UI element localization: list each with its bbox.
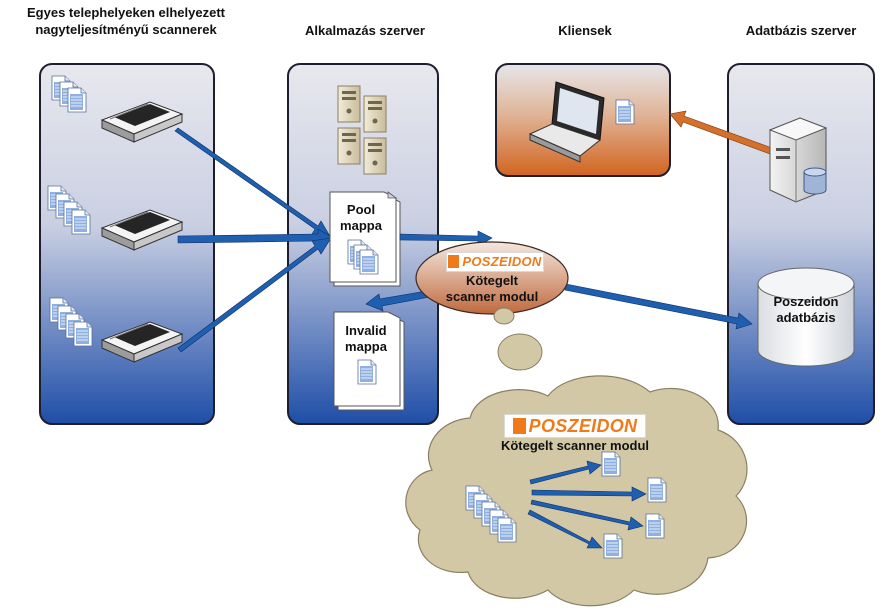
cloud-output-doc-4	[603, 533, 623, 559]
arrow-module-to-database	[564, 283, 753, 330]
arrow-scanner-3-to-pool	[177, 237, 332, 353]
cloud-arrow-3	[530, 499, 644, 531]
clients-header: Kliensek	[558, 23, 612, 38]
cloud-arrows	[527, 460, 647, 549]
laptop-icon	[528, 81, 605, 163]
scanners-header-line2: nagyteljesítményű scannerek	[35, 22, 217, 37]
pool-folder-label-line1: Pool	[346, 202, 376, 217]
db-server-header: Adatbázis szerver	[745, 23, 857, 38]
scanners-header-line1: Egyes telephelyeken elhelyezett	[27, 5, 225, 20]
module-logo: POSZEIDON	[446, 252, 544, 272]
database-server-icon	[768, 117, 828, 203]
cloud-title: Kötegelt scanner modul	[500, 438, 650, 453]
invalid-folder-label-line1: Invalid	[345, 323, 387, 338]
module-label-line2: scanner modul	[445, 289, 539, 304]
poszeidon-logo-icon	[448, 255, 460, 268]
poszeidon-logo-icon	[512, 418, 526, 434]
database-label-line2: adatbázis	[776, 310, 836, 325]
database-cylinder	[757, 267, 855, 367]
arrow-db-to-clients	[669, 110, 773, 155]
pool-folder	[329, 191, 401, 287]
thought-bubble-medium	[497, 333, 543, 371]
invalid-folder-label-line2: mappa	[345, 339, 387, 354]
thought-bubble-small	[493, 307, 515, 325]
invalid-folder-label: Invalid mappa	[334, 323, 398, 355]
cloud-arrow-4	[527, 509, 603, 549]
cloud-output-doc-2	[647, 477, 667, 503]
module-logo-text: POSZEIDON	[462, 254, 542, 269]
pool-folder-label: Pool mappa	[330, 202, 392, 234]
scanner-arrows	[174, 127, 334, 353]
module-label: Kötegelt scanner modul	[432, 273, 552, 305]
cloud-output-doc-1	[601, 451, 621, 477]
database-label: Poszeidon adatbázis	[758, 294, 854, 326]
invalid-folder	[333, 311, 405, 411]
cloud-arrow-2	[531, 486, 647, 502]
module-label-line1: Kötegelt	[466, 273, 518, 288]
pool-folder-label-line2: mappa	[340, 218, 382, 233]
cloud-logo: POSZEIDON	[504, 414, 646, 438]
cloud-output-doc-3	[645, 513, 665, 539]
database-label-line1: Poszeidon	[773, 294, 839, 309]
cloud-logo-text: POSZEIDON	[528, 416, 638, 436]
scanners-header: Egyes telephelyeken elhelyezett nagytelj…	[2, 4, 250, 38]
client-document-icon	[615, 99, 635, 125]
cloud-arrow-1	[529, 460, 602, 485]
app-server-header: Alkalmazás szerver	[305, 23, 425, 38]
